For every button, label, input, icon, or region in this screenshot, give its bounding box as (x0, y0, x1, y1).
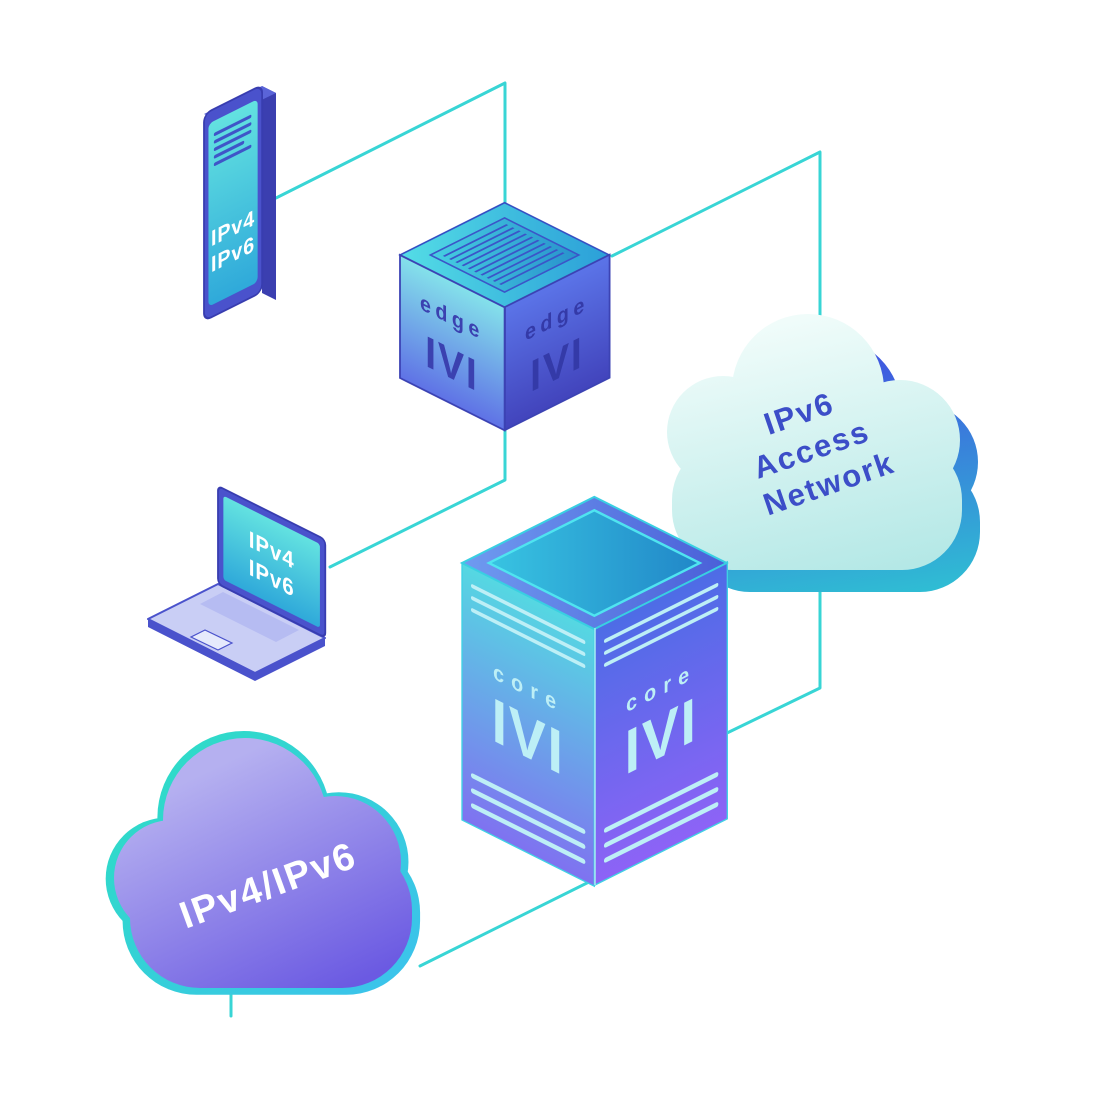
edge-router-cube: edge IVI edge IVI (398, 201, 611, 432)
ipv4-ipv6-cloud: IPv4/IPv6 (105, 731, 421, 995)
edge-cube-vent-lines (442, 224, 565, 285)
core-right-top-vents (603, 583, 719, 667)
laptop-base-edge (148, 619, 325, 681)
phone-screen-text-lines (213, 114, 252, 166)
link-core-router-to-ipv4-cloud (418, 876, 599, 968)
core-router-tower: core IVI core IVI (459, 495, 729, 888)
core-right-bottom-vents (603, 772, 719, 863)
edge-cube-right-face (504, 253, 611, 432)
laptop-node: IPv4 IPv6 (147, 486, 327, 681)
phone-side-face (262, 86, 276, 300)
laptop-trackpad (189, 629, 234, 651)
core-left-bottom-vents (470, 773, 586, 864)
laptop-screen (223, 496, 320, 627)
core-left-top-vents (470, 584, 586, 668)
ipv6-access-cloud: IPv6 Access Network (667, 314, 980, 592)
phone-screen (208, 100, 258, 306)
link-phone-to-edge-router (274, 81, 507, 217)
link-edge-router-to-laptop (328, 415, 507, 569)
ipv6-cloud-body (667, 314, 962, 570)
core-top-panel (486, 508, 703, 618)
edge-cube-vent-panel (428, 217, 581, 293)
laptop-keyboard (200, 592, 299, 642)
ipv4-cloud-body (114, 738, 412, 988)
smartphone-node: IPv4 IPv6 (203, 86, 276, 320)
